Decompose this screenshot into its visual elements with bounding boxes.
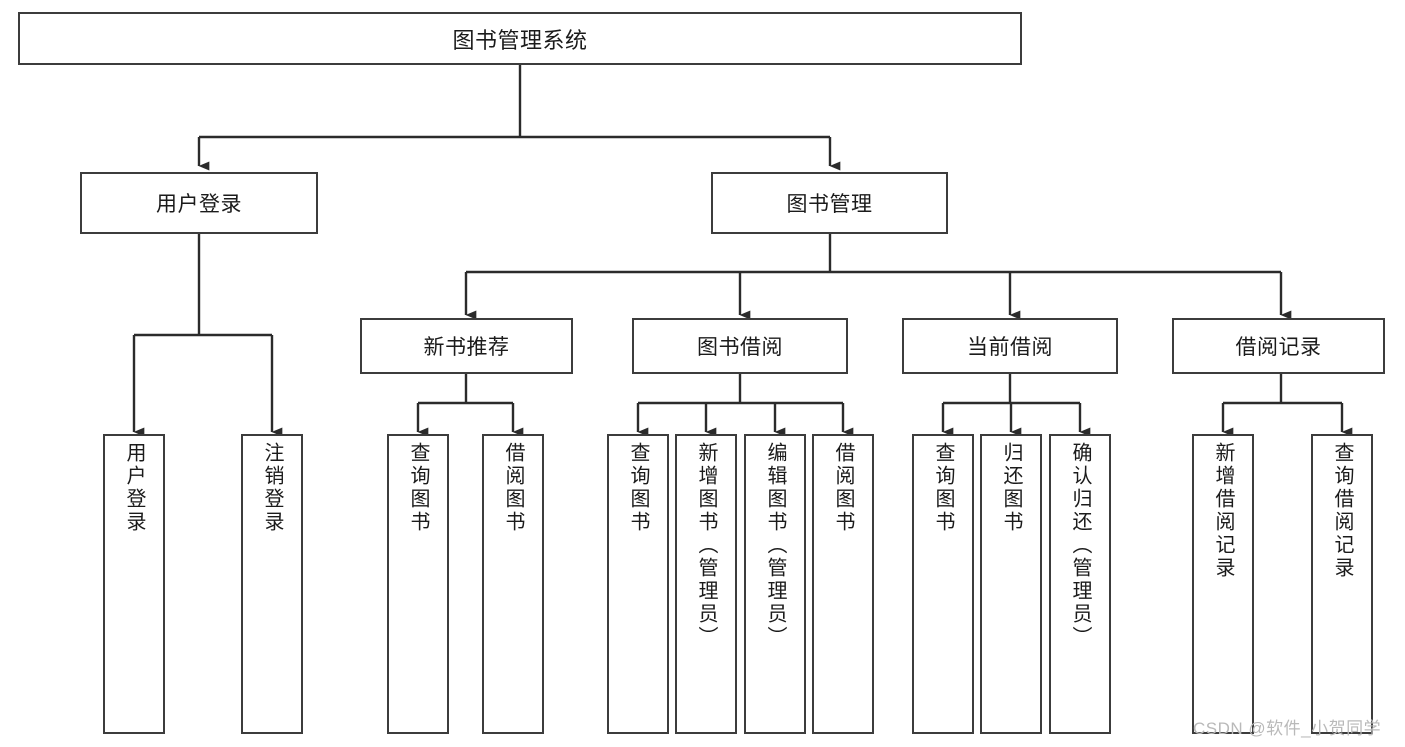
node-label: 借阅图书	[502, 442, 524, 534]
node-leaf-user-logout[interactable]: 注销登录	[241, 434, 303, 734]
node-label: 归还图书	[1000, 442, 1022, 534]
node-root-system[interactable]: 图书管理系统	[18, 12, 1022, 65]
node-label: 新增借阅记录	[1212, 442, 1234, 580]
node-leaf-query-book-3[interactable]: 查询图书	[912, 434, 974, 734]
node-label: 图书借阅	[697, 336, 783, 359]
node-leaf-confirm-return[interactable]: 确认归还（管理员）	[1049, 434, 1111, 734]
node-label: 借阅图书	[832, 442, 854, 534]
node-label: 查询图书	[932, 442, 954, 534]
node-label: 注销登录	[261, 442, 283, 534]
node-book-borrow[interactable]: 图书借阅	[632, 318, 848, 374]
csdn-watermark: CSDN @软件_小贺同学	[1193, 719, 1382, 738]
node-leaf-add-record[interactable]: 新增借阅记录	[1192, 434, 1254, 734]
node-leaf-user-login[interactable]: 用户登录	[103, 434, 165, 734]
node-leaf-borrow-book-1[interactable]: 借阅图书	[482, 434, 544, 734]
node-borrow-record[interactable]: 借阅记录	[1172, 318, 1385, 374]
node-leaf-query-record[interactable]: 查询借阅记录	[1311, 434, 1373, 734]
node-label: 用户登录	[123, 442, 145, 534]
node-leaf-add-book[interactable]: 新增图书（管理员）	[675, 434, 737, 734]
node-current-borrow[interactable]: 当前借阅	[902, 318, 1118, 374]
node-label: 新书推荐	[423, 336, 510, 359]
node-new-book-recommend[interactable]: 新书推荐	[360, 318, 573, 374]
node-label: 查询借阅记录	[1331, 442, 1353, 580]
node-leaf-edit-book[interactable]: 编辑图书（管理员）	[744, 434, 806, 734]
node-leaf-query-book-2[interactable]: 查询图书	[607, 434, 669, 734]
node-book-manage[interactable]: 图书管理	[711, 172, 948, 234]
node-leaf-borrow-book-2[interactable]: 借阅图书	[812, 434, 874, 734]
node-leaf-return-book[interactable]: 归还图书	[980, 434, 1042, 734]
node-user-login[interactable]: 用户登录	[80, 172, 318, 234]
node-label: 图书管理	[786, 193, 873, 216]
node-label: 图书管理系统	[452, 27, 588, 53]
node-leaf-query-book-1[interactable]: 查询图书	[387, 434, 449, 734]
node-label: 新增图书（管理员）	[695, 442, 717, 649]
node-label: 当前借阅	[967, 336, 1053, 359]
node-label: 用户登录	[156, 193, 242, 216]
node-label: 查询图书	[407, 442, 429, 534]
node-label: 确认归还（管理员）	[1069, 442, 1091, 649]
node-label: 编辑图书（管理员）	[764, 442, 786, 649]
node-label: 查询图书	[627, 442, 649, 534]
node-label: 借阅记录	[1235, 336, 1322, 359]
